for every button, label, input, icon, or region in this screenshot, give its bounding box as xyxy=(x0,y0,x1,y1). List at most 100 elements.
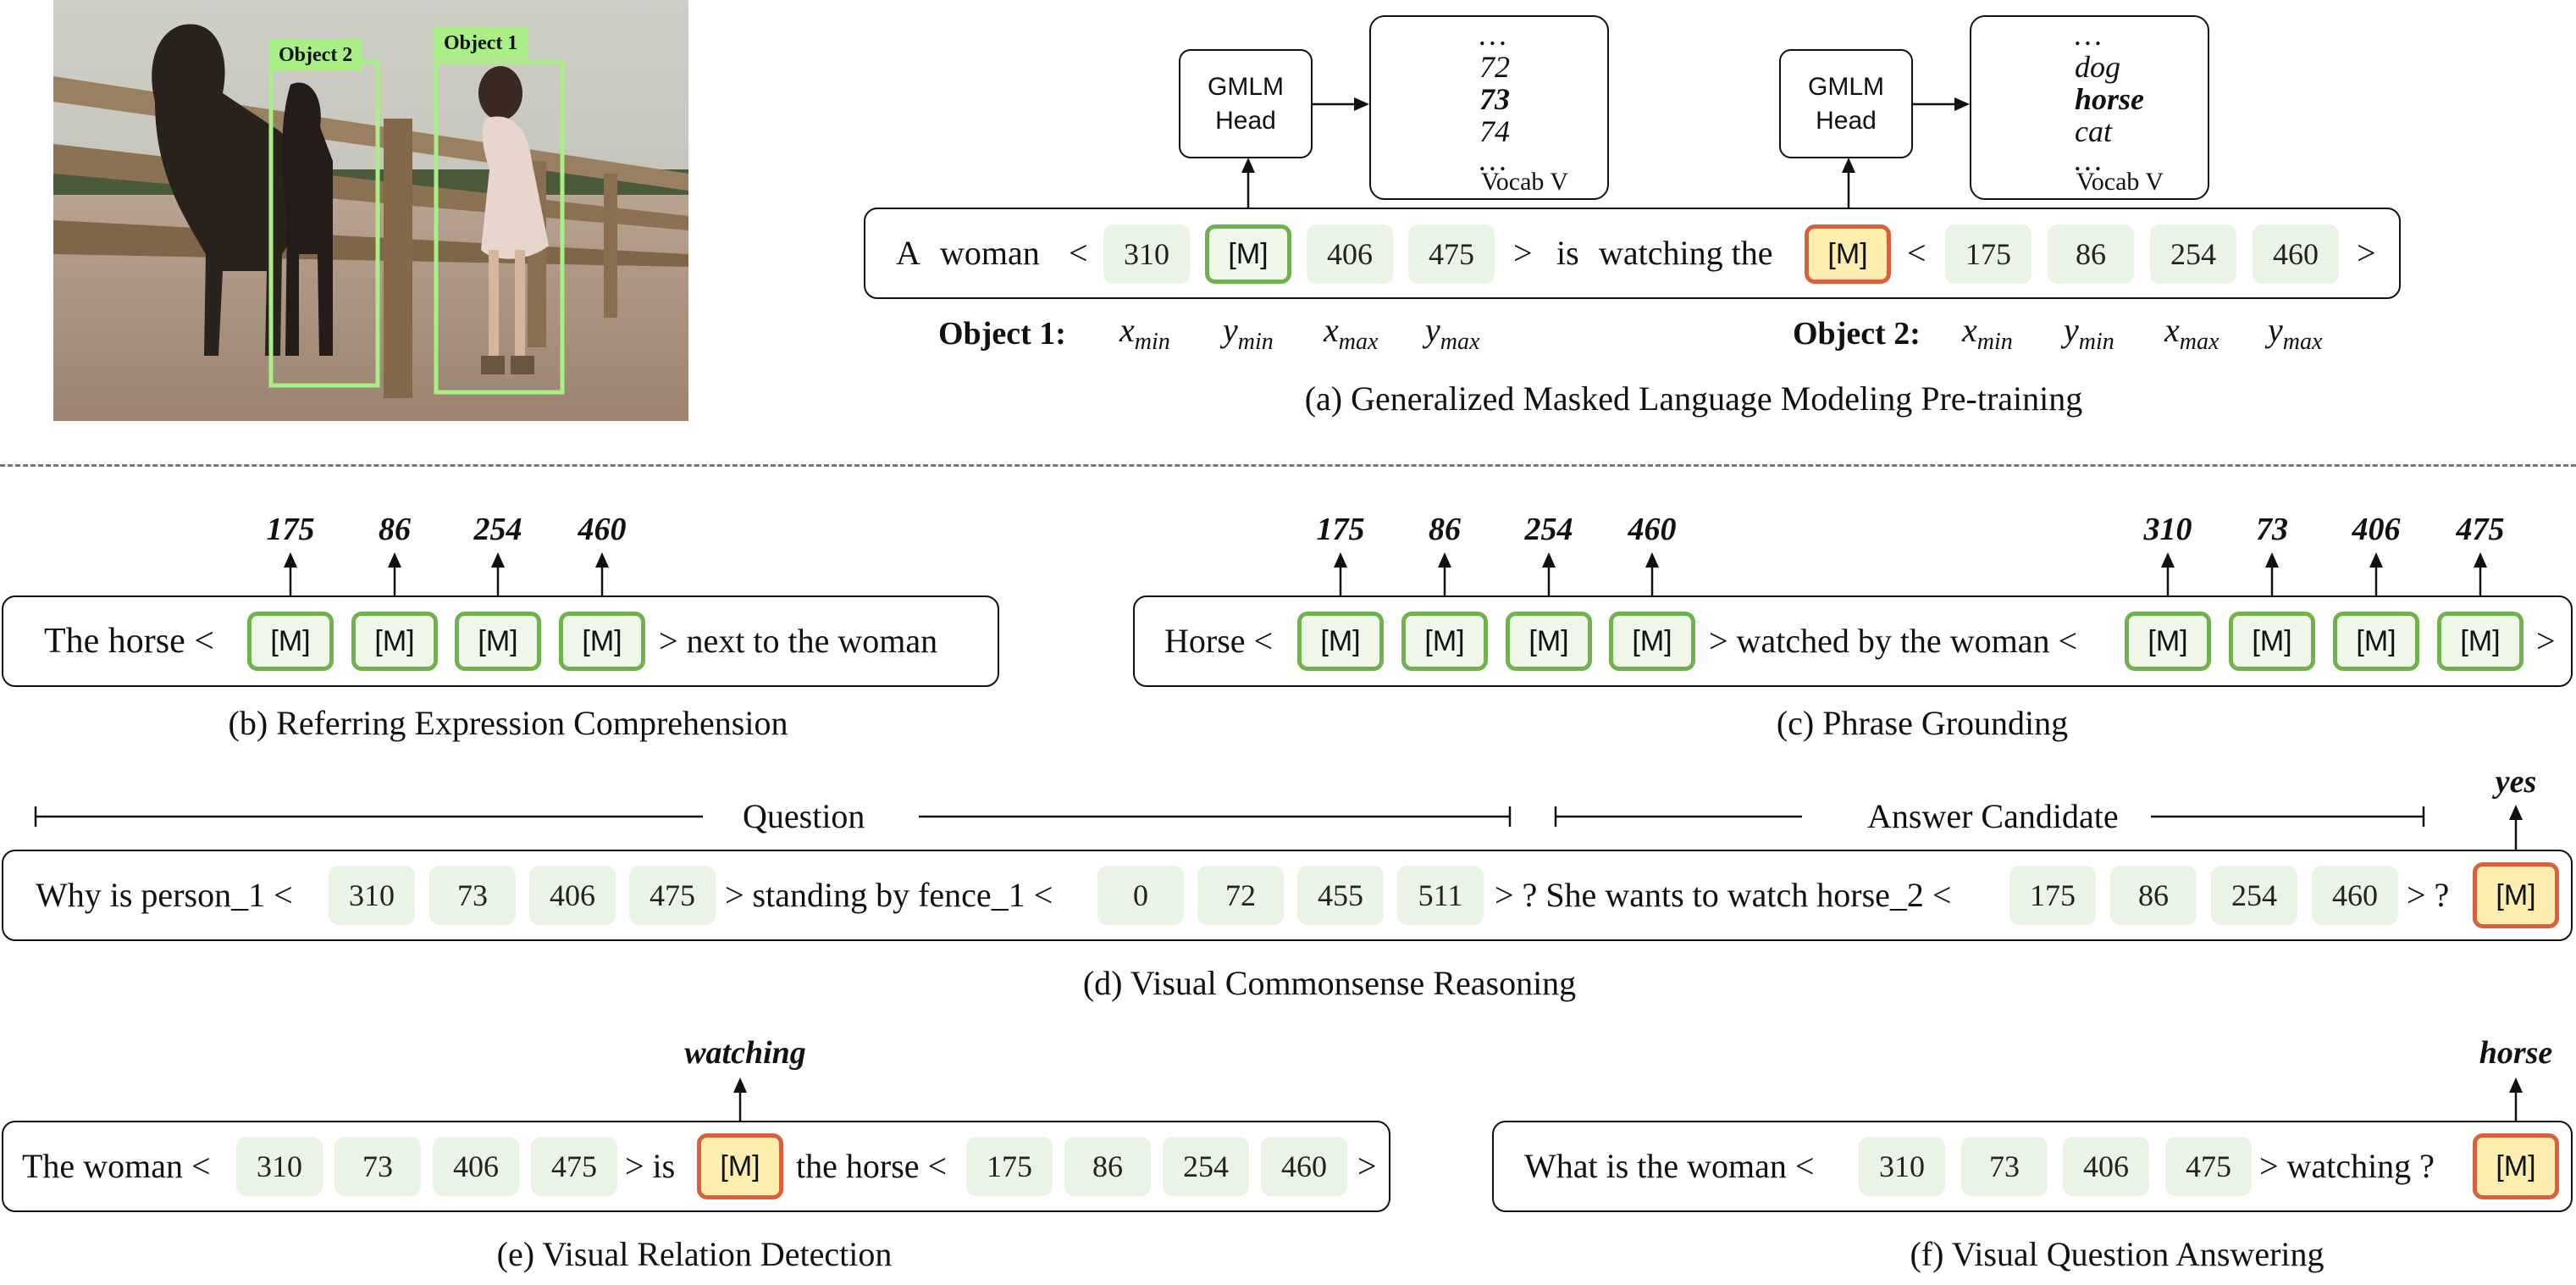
prediction-arrowhead xyxy=(388,552,401,568)
coord-base: y xyxy=(1425,311,1440,349)
open-bracket-2: < xyxy=(1907,234,1926,272)
output-label: 175 xyxy=(266,512,315,547)
coord-token: 73 xyxy=(429,866,516,925)
pg-prefix: Horse < xyxy=(1164,622,1274,660)
coord-sub: min xyxy=(1976,329,2013,355)
vrd-sentence xyxy=(2,1121,1390,1212)
coord-token: 511 xyxy=(1397,866,1484,925)
gmlm-head-1-line1: GMLM xyxy=(1208,72,1284,101)
word-a: A xyxy=(896,234,920,272)
coord-token: 460 xyxy=(1261,1137,1347,1196)
coord-token: 86 xyxy=(2110,866,2197,925)
vocab-2-item-3: cat xyxy=(2075,114,2112,148)
output-label: 460 xyxy=(578,512,627,547)
mask-token: [M] xyxy=(1401,612,1488,671)
coord-token: 406 xyxy=(529,866,616,925)
vocab-1-item-1: 72 xyxy=(1479,50,1510,84)
coord-sub: min xyxy=(2078,329,2114,355)
coord-token: 406 xyxy=(2063,1137,2149,1196)
coord-sub: max xyxy=(1440,329,1480,355)
coord-base: x xyxy=(1324,311,1339,349)
vocab-2-item-0: … xyxy=(2075,18,2103,52)
coord-token: 86 xyxy=(1064,1137,1151,1196)
output-label: 254 xyxy=(1524,512,1573,547)
coord-sub: min xyxy=(1237,329,1274,355)
mask-token: [M] xyxy=(1297,612,1384,671)
prediction-arrowhead xyxy=(1334,552,1347,568)
mask-token: [M] xyxy=(1805,224,1891,284)
coord-token: 310 xyxy=(236,1137,323,1196)
mask-token: [M] xyxy=(247,612,334,671)
coord-token: 310 xyxy=(1103,224,1190,284)
object-2-coords-label: Object 2: xyxy=(1793,316,1921,352)
output-label: 460 xyxy=(1628,512,1677,547)
coord-token: 254 xyxy=(1163,1137,1249,1196)
scene-photo-drawing xyxy=(53,0,688,421)
output-label: 254 xyxy=(473,512,522,547)
coord-token: 0 xyxy=(1097,866,1184,925)
prediction-arrowhead xyxy=(1645,552,1659,568)
answer-candidate-label: Answer Candidate xyxy=(1867,797,2119,835)
caption-c: (c) Phrase Grounding xyxy=(1776,704,2069,742)
mask-token: [M] xyxy=(2333,612,2419,671)
mask-token: [M] xyxy=(1506,612,1592,671)
rec-suffix: > next to the woman xyxy=(659,622,938,660)
scene-photo: Object 2 Object 1 xyxy=(53,0,688,421)
mask-token: [M] xyxy=(2437,612,2523,671)
vocab-2-label: Vocab V xyxy=(2076,168,2164,196)
coord-token: 406 xyxy=(1307,224,1393,284)
vocab-1-item-4: … xyxy=(1479,143,1507,177)
coord-label-ymin: ymin xyxy=(1223,310,1274,356)
mask-token: [M] xyxy=(1205,224,1291,284)
vrd-part-3: the horse < xyxy=(796,1147,948,1185)
prediction-arrowhead xyxy=(2474,552,2487,568)
mask-token: [M] xyxy=(2473,862,2559,928)
rec-prefix: The horse < xyxy=(44,622,214,661)
prediction-arrowhead xyxy=(284,552,297,568)
mask-token: [M] xyxy=(2125,612,2211,671)
word-woman: woman xyxy=(940,234,1040,272)
object-2-label: Object 2 xyxy=(268,39,363,71)
output-label: yes xyxy=(2495,764,2537,800)
coord-label-ymax: ymax xyxy=(1425,310,1479,356)
prediction-arrowhead xyxy=(2509,1077,2523,1093)
prediction-arrowhead xyxy=(1542,552,1556,568)
mask-token: [M] xyxy=(559,612,645,671)
pg-suffix: > xyxy=(2536,622,2556,660)
coord-token: 475 xyxy=(629,866,716,925)
vcr-part-2: > standing by fence_1 < xyxy=(725,876,1053,914)
vocab-1-item-2: 73 xyxy=(1479,82,1510,116)
coord-label-xmax: xmax xyxy=(1324,310,1378,356)
pg-middle: > watched by the woman < xyxy=(1709,622,2077,660)
vcr-part-1: Why is person_1 < xyxy=(36,876,293,914)
vocab-2-item-4: … xyxy=(2075,143,2103,177)
coord-sub: max xyxy=(2282,329,2323,355)
coord-token: 455 xyxy=(1297,866,1384,925)
output-label: horse xyxy=(2479,1035,2553,1071)
coord-token: 475 xyxy=(1408,224,1495,284)
coord-base: x xyxy=(1962,311,1977,349)
coord-label-xmin: xmin xyxy=(1962,310,2013,356)
vocab-1-item-3: 74 xyxy=(1479,114,1510,148)
coord-base: x xyxy=(1119,311,1135,349)
output-label: 406 xyxy=(2352,512,2401,547)
coord-token: 460 xyxy=(2253,224,2339,284)
vcr-part-3: > ? She wants to watch horse_2 < xyxy=(1495,876,1952,914)
coord-label-ymin: ymin xyxy=(2064,310,2114,356)
vrd-part-2: > is xyxy=(625,1147,676,1185)
coord-label-xmax: xmax xyxy=(2164,310,2219,356)
prediction-arrowhead xyxy=(2161,552,2175,568)
mask-token: [M] xyxy=(1609,612,1695,671)
coord-base: y xyxy=(2268,311,2283,349)
mask-token: [M] xyxy=(697,1133,783,1199)
vocab-1-item-0: … xyxy=(1479,18,1507,52)
coord-token: 475 xyxy=(531,1137,617,1196)
caption-a: (a) Generalized Masked Language Modeling… xyxy=(1304,379,2083,418)
caption-f: (f) Visual Question Answering xyxy=(1910,1235,2324,1273)
vqa-part-2: > watching ? xyxy=(2259,1147,2435,1185)
output-label: 175 xyxy=(1316,512,1365,547)
prediction-arrowhead xyxy=(2369,552,2383,568)
output-label: 310 xyxy=(2143,512,2192,547)
vrd-part-4: > xyxy=(1357,1147,1377,1185)
coord-base: y xyxy=(2064,311,2079,349)
